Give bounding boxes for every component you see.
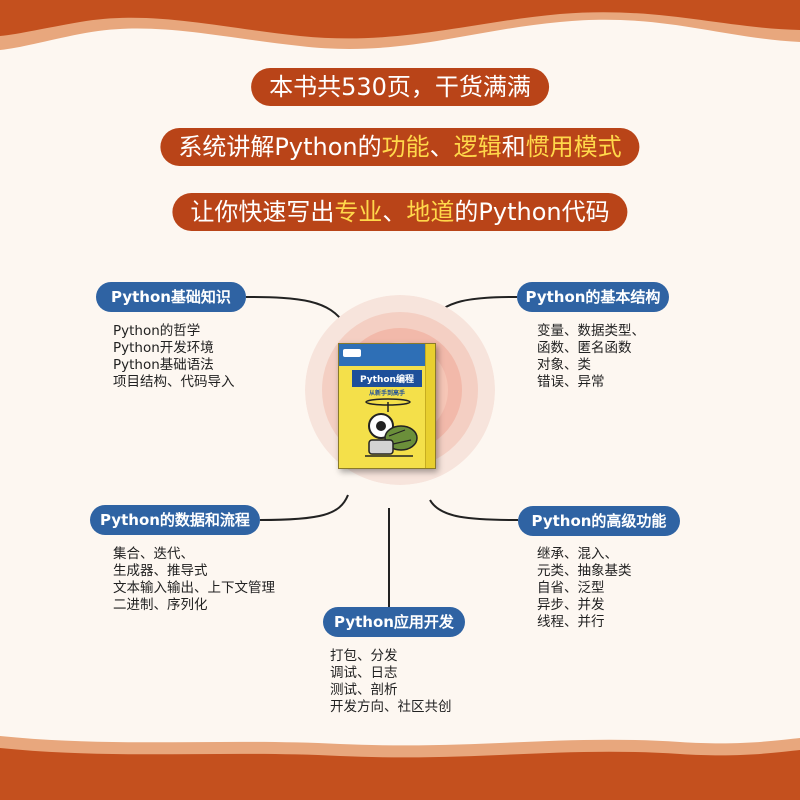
banner-outcome: 让你快速写出专业、地道的Python代码: [172, 193, 628, 231]
banner-3-separator: 、: [382, 198, 407, 226]
banner-3-text: 让你快速写出: [190, 198, 335, 226]
banner-2-highlight-3: 惯用模式: [525, 133, 622, 161]
list-item: 项目结构、代码导入: [113, 374, 235, 390]
banner-page-count: 本书共530页，干货满满: [251, 68, 549, 106]
book-title: Python编程: [352, 370, 422, 387]
list-item: 线程、并行: [537, 614, 605, 630]
topic-data-flow-items: 集合、迭代、 生成器、推导式 文本输入输出、上下文管理 二进制、序列化: [113, 546, 275, 614]
list-item: 生成器、推导式: [113, 563, 208, 579]
list-item: 继承、混入、: [537, 546, 618, 562]
topic-app-dev-items: 打包、分发 调试、日志 测试、剖析 开发方向、社区共创: [330, 648, 452, 716]
publisher-logo-icon: [343, 349, 361, 357]
list-item: 集合、迭代、: [113, 546, 194, 562]
book-spine: [425, 344, 435, 468]
list-item: 测试、剖析: [330, 682, 398, 698]
list-item: 开发方向、社区共创: [330, 699, 452, 715]
list-item: Python基础语法: [113, 357, 214, 373]
book-cover: Python编程 从新手到高手: [338, 343, 436, 469]
banner-features: 系统讲解Python的功能、逻辑和惯用模式: [160, 128, 640, 166]
topic-basics-items: Python的哲学 Python开发环境 Python基础语法 项目结构、代码导…: [113, 323, 235, 391]
topic-basics-title: Python基础知识: [96, 282, 246, 312]
banner-3-suffix: 的Python代码: [454, 198, 610, 226]
banner-3-highlight-2: 地道: [406, 198, 455, 226]
bottom-wave-decoration: [0, 736, 800, 800]
book-subtitle: 从新手到高手: [368, 390, 405, 397]
banner-2-highlight-2: 逻辑: [453, 133, 502, 161]
topic-structure-title: Python的基本结构: [517, 282, 669, 312]
topic-advanced-items: 继承、混入、 元类、抽象基类 自省、泛型 异步、并发 线程、并行: [537, 546, 632, 631]
list-item: 文本输入输出、上下文管理: [113, 580, 275, 596]
topic-app-dev-title: Python应用开发: [323, 607, 465, 637]
list-item: 元类、抽象基类: [537, 563, 632, 579]
book-cover-header: [339, 344, 435, 366]
banner-2-text: 系统讲解Python的: [178, 133, 382, 161]
list-item: 二进制、序列化: [113, 597, 208, 613]
list-item: 打包、分发: [330, 648, 398, 664]
banner-2-conjunction: 和: [501, 133, 526, 161]
list-item: 异步、并发: [537, 597, 605, 613]
list-item: 对象、类: [537, 357, 591, 373]
topic-advanced-title: Python的高级功能: [518, 506, 680, 536]
topic-data-flow-title: Python的数据和流程: [90, 505, 260, 535]
banner-2-highlight-1: 功能: [381, 133, 430, 161]
banner-2-separator: 、: [429, 133, 454, 161]
banner-3-highlight-1: 专业: [334, 198, 383, 226]
list-item: Python开发环境: [113, 340, 214, 356]
list-item: 变量、数据类型、: [537, 323, 645, 339]
list-item: 错误、异常: [537, 374, 605, 390]
topic-structure-items: 变量、数据类型、 函数、匿名函数 对象、类 错误、异常: [537, 323, 645, 391]
top-wave-decoration: [0, 0, 800, 50]
banner-1-text: 本书共530页，干货满满: [269, 73, 531, 101]
list-item: Python的哲学: [113, 323, 201, 339]
list-item: 自省、泛型: [537, 580, 605, 596]
turtle-robot-illustration-icon: [365, 398, 418, 457]
list-item: 调试、日志: [330, 665, 398, 681]
list-item: 函数、匿名函数: [537, 340, 632, 356]
